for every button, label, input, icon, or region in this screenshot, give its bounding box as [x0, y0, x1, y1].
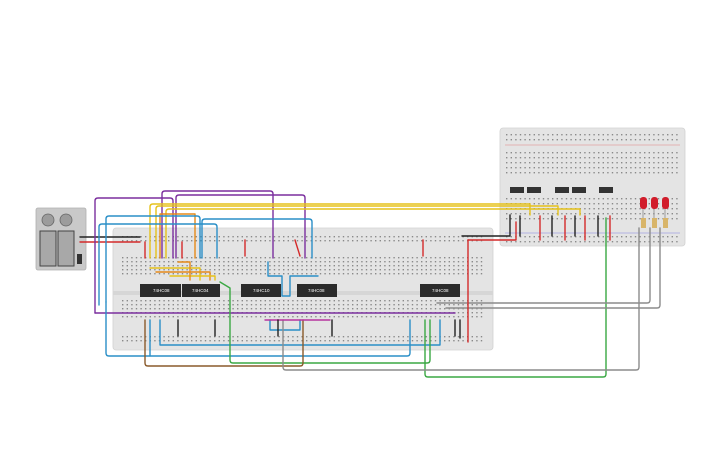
switch-2[interactable]: [527, 187, 541, 193]
wires: [79, 190, 661, 378]
wire-blue-8[interactable]: [269, 319, 301, 331]
chip-u3-label: 74HC10: [253, 288, 270, 293]
wire-yellow-3[interactable]: [165, 208, 581, 259]
wire-gray-2[interactable]: [436, 227, 651, 304]
wire-rail-black[interactable]: [461, 214, 511, 237]
switch-4[interactable]: [572, 187, 586, 193]
wire-blue-2[interactable]: [98, 223, 218, 306]
led-3[interactable]: [662, 197, 669, 228]
secondary-breadboard-body[interactable]: [499, 127, 686, 247]
wire-gray-3[interactable]: [445, 227, 661, 309]
wire-rail-red[interactable]: [467, 221, 517, 241]
switch-3[interactable]: [555, 187, 569, 193]
wire-yellow-2[interactable]: [155, 205, 559, 259]
led-array: [640, 197, 669, 228]
wire-red-j4[interactable]: [294, 239, 301, 257]
chip-u2-label: 74HC04: [192, 288, 209, 293]
battery-cell-right: [57, 230, 75, 267]
wire-brown-1[interactable]: [144, 319, 304, 367]
wire-blue-1[interactable]: [105, 215, 201, 303]
switch-1[interactable]: [510, 187, 524, 193]
wire-orange-2[interactable]: [155, 271, 211, 281]
power-supply[interactable]: [35, 207, 87, 271]
chip-u4-label: 74HC08: [308, 288, 325, 293]
wire-blue-6[interactable]: [267, 261, 319, 297]
wire-yellow-5[interactable]: [169, 275, 216, 281]
chip-u2[interactable]: 74HC04: [182, 284, 220, 297]
switch-5[interactable]: [599, 187, 613, 193]
wire-orange-3[interactable]: [177, 261, 191, 281]
chip-u1-label: 74HC08: [153, 288, 170, 293]
wire-green-1[interactable]: [219, 281, 431, 364]
wire-blue-7[interactable]: [159, 319, 441, 346]
secondary-breadboard-holes: [506, 134, 678, 243]
wire-yellow-1[interactable]: [149, 203, 531, 259]
chip-u3[interactable]: 74HC10: [241, 284, 281, 297]
wire-blue-3[interactable]: [105, 301, 411, 357]
chip-u5-label: 74HC08: [432, 288, 449, 293]
wire-blue-5[interactable]: [201, 218, 313, 259]
led-1[interactable]: [640, 197, 647, 228]
battery-cell-left: [39, 230, 57, 267]
wire-orange-1[interactable]: [159, 213, 196, 259]
wire-purple-3[interactable]: [175, 194, 306, 259]
led-2[interactable]: [651, 197, 658, 228]
power-terminal-left[interactable]: [41, 213, 55, 227]
wire-purple-2[interactable]: [161, 190, 274, 259]
power-switch[interactable]: [77, 254, 82, 264]
wire-green-2[interactable]: [424, 217, 607, 378]
secondary-breadboard: [499, 127, 686, 247]
wire-gray-1[interactable]: [282, 227, 640, 371]
power-terminal-right[interactable]: [59, 213, 73, 227]
chip-u4[interactable]: 74HC08: [297, 284, 337, 297]
ic-chips: 74HC08 74HC04 74HC10 74HC08 74HC08: [140, 284, 460, 297]
chip-u1[interactable]: 74HC08: [140, 284, 181, 297]
toggle-switches: [510, 187, 613, 193]
chip-u5[interactable]: 74HC08: [420, 284, 460, 297]
resistor-2: [652, 218, 657, 228]
wire-purple-1[interactable]: [94, 197, 174, 314]
resistor-3: [663, 218, 668, 228]
resistor-1: [641, 218, 646, 228]
